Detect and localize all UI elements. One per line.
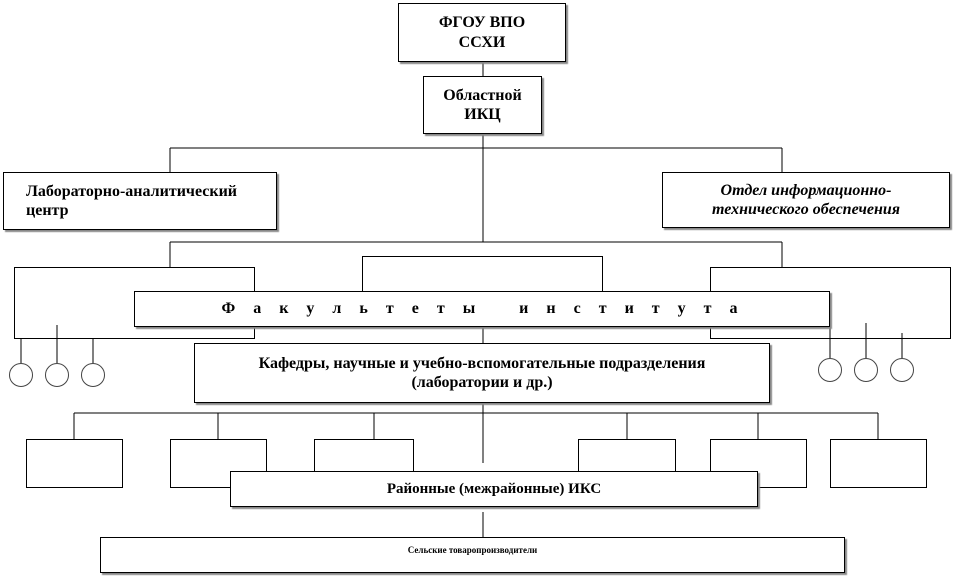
regional-ikc-box: Областной ИКЦ (423, 76, 542, 134)
it-department-box: Отдел информационно-технического обеспеч… (662, 172, 950, 228)
departments-label: Кафедры, научные и учебно-вспомогательны… (258, 354, 706, 391)
lab-center-label: Лабораторно-аналитический центр (26, 182, 237, 219)
district-iks-box: Районные (межрайонные) ИКС (230, 471, 758, 507)
faculties-label: Ф а к у л ь т е т ы и н с т и т у т а (221, 300, 743, 318)
unit-circle (81, 363, 105, 387)
producers-box: Сельские товаропроизводители (100, 537, 845, 573)
university-label: ФГОУ ВПО ССХИ (438, 14, 526, 51)
regional-ikc-label: Областной ИКЦ (443, 86, 522, 123)
producers-label: Сельские товаропроизводители (407, 545, 538, 555)
lab-center-box: Лабораторно-аналитический центр (3, 172, 277, 230)
district-box (830, 439, 927, 488)
faculties-box: Ф а к у л ь т е т ы и н с т и т у т а (134, 291, 830, 327)
unit-circle (45, 363, 69, 387)
unit-circle (9, 363, 33, 387)
university-box: ФГОУ ВПО ССХИ (398, 3, 566, 62)
district-iks-label: Районные (межрайонные) ИКС (386, 481, 602, 497)
it-department-label: Отдел информационно-технического обеспеч… (712, 181, 900, 218)
departments-box: Кафедры, научные и учебно-вспомогательны… (194, 343, 770, 403)
unit-circle (818, 358, 842, 382)
district-box (710, 439, 807, 488)
district-box (170, 439, 267, 488)
district-box (26, 439, 123, 488)
unit-circle (854, 358, 878, 382)
unit-circle (890, 358, 914, 382)
